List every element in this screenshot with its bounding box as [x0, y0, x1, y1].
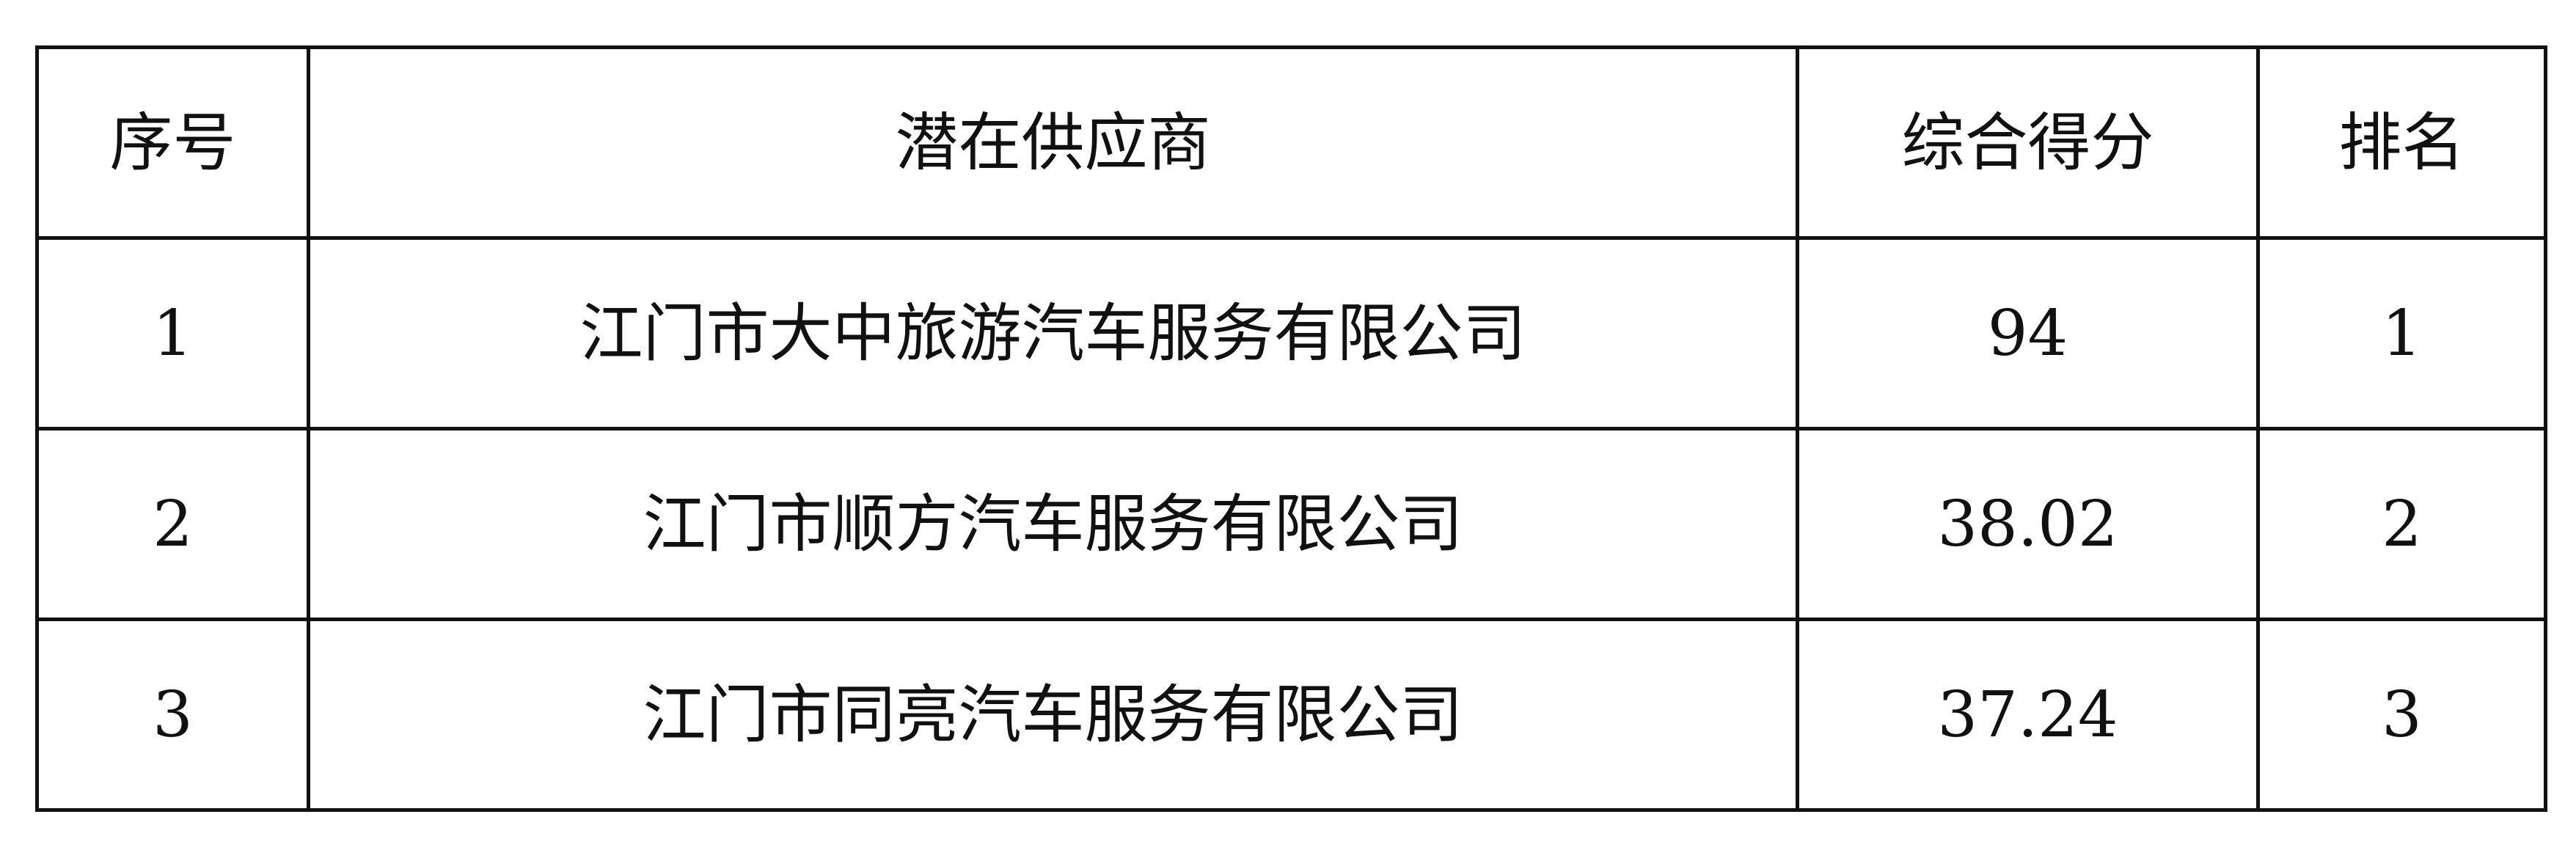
supplier-ranking-table: 序号 潜在供应商 综合得分 排名 1 江门市大中旅游汽车服务有限公司 94 1 …: [35, 45, 2547, 812]
cell-index: 2: [35, 427, 310, 621]
table-header-row: 序号 潜在供应商 综合得分 排名: [35, 45, 2547, 240]
cell-score: 94: [1796, 236, 2260, 430]
table-row: 2 江门市顺方汽车服务有限公司 38.02 2: [35, 427, 2547, 621]
cell-rank: 1: [2256, 236, 2547, 430]
cell-score: 38.02: [1796, 427, 2260, 621]
cell-supplier: 江门市同亮汽车服务有限公司: [307, 618, 1799, 812]
header-score: 综合得分: [1796, 45, 2260, 240]
header-index: 序号: [35, 45, 310, 240]
cell-rank: 2: [2256, 427, 2547, 621]
cell-supplier: 江门市大中旅游汽车服务有限公司: [307, 236, 1799, 430]
header-supplier: 潜在供应商: [307, 45, 1799, 240]
cell-score: 37.24: [1796, 618, 2260, 812]
cell-index: 3: [35, 618, 310, 812]
table-row: 1 江门市大中旅游汽车服务有限公司 94 1: [35, 236, 2547, 430]
cell-index: 1: [35, 236, 310, 430]
cell-supplier: 江门市顺方汽车服务有限公司: [307, 427, 1799, 621]
table-row: 3 江门市同亮汽车服务有限公司 37.24 3: [35, 618, 2547, 812]
cell-rank: 3: [2256, 618, 2547, 812]
header-rank: 排名: [2256, 45, 2547, 240]
